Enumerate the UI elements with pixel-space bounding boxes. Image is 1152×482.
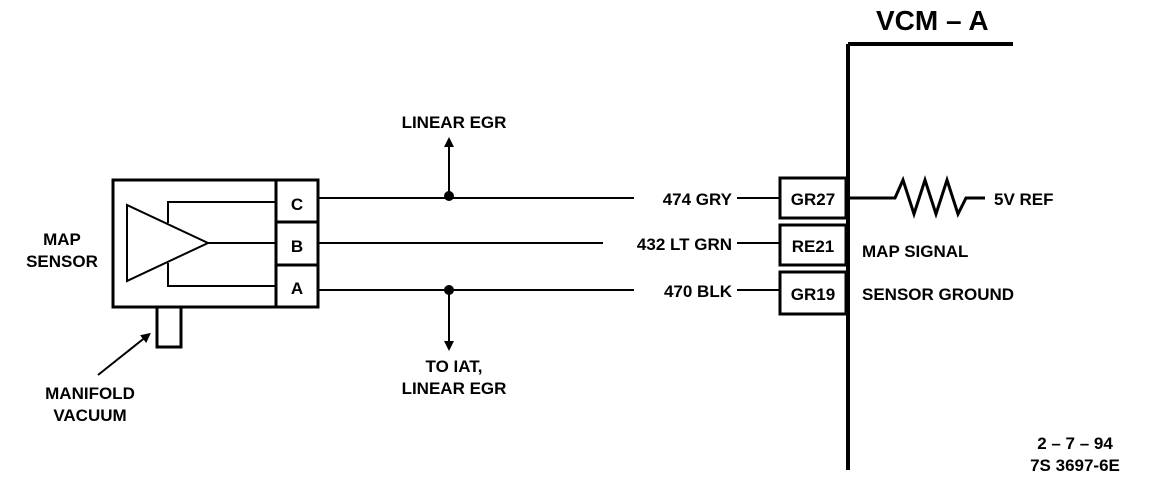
sensor-pin-b: B xyxy=(291,237,303,256)
vacuum-arrow xyxy=(97,332,151,376)
function-5v-ref: 5V REF xyxy=(994,190,1054,209)
resistor-icon xyxy=(848,175,985,219)
wire-label-432: 432 LT GRN xyxy=(637,235,732,254)
wire-label-474: 474 GRY xyxy=(663,190,733,209)
footer-date: 2 – 7 – 94 xyxy=(1037,434,1113,453)
to-iat-label-line1: TO IAT, xyxy=(426,357,483,376)
manifold-label-line1: MANIFOLD xyxy=(45,384,135,403)
sensor-pin-c: C xyxy=(291,195,303,214)
map-sensor-label-line1: MAP xyxy=(43,230,81,249)
map-sensor-label-line2: SENSOR xyxy=(26,252,98,271)
manifold-label-line2: VACUUM xyxy=(53,406,126,425)
amplifier-icon xyxy=(126,203,211,283)
pin-re21: RE21 xyxy=(792,237,835,256)
footer-ref: 7S 3697-6E xyxy=(1030,456,1120,475)
to-iat-label-line2: LINEAR EGR xyxy=(402,379,507,398)
vcm-title: VCM – A xyxy=(876,5,989,36)
vcm-module xyxy=(846,42,1013,470)
function-map-signal: MAP SIGNAL xyxy=(862,242,968,261)
wires xyxy=(318,137,780,351)
linear-egr-label: LINEAR EGR xyxy=(402,113,507,132)
wire-label-470: 470 BLK xyxy=(664,282,733,301)
sensor-pin-a: A xyxy=(291,279,303,298)
connector-pins xyxy=(778,176,848,316)
map-sensor xyxy=(111,178,320,349)
pin-gr27: GR27 xyxy=(791,190,835,209)
splice-top xyxy=(444,191,454,201)
function-sensor-ground: SENSOR GROUND xyxy=(862,285,1014,304)
splice-bottom xyxy=(444,285,454,295)
pin-gr19: GR19 xyxy=(791,285,835,304)
